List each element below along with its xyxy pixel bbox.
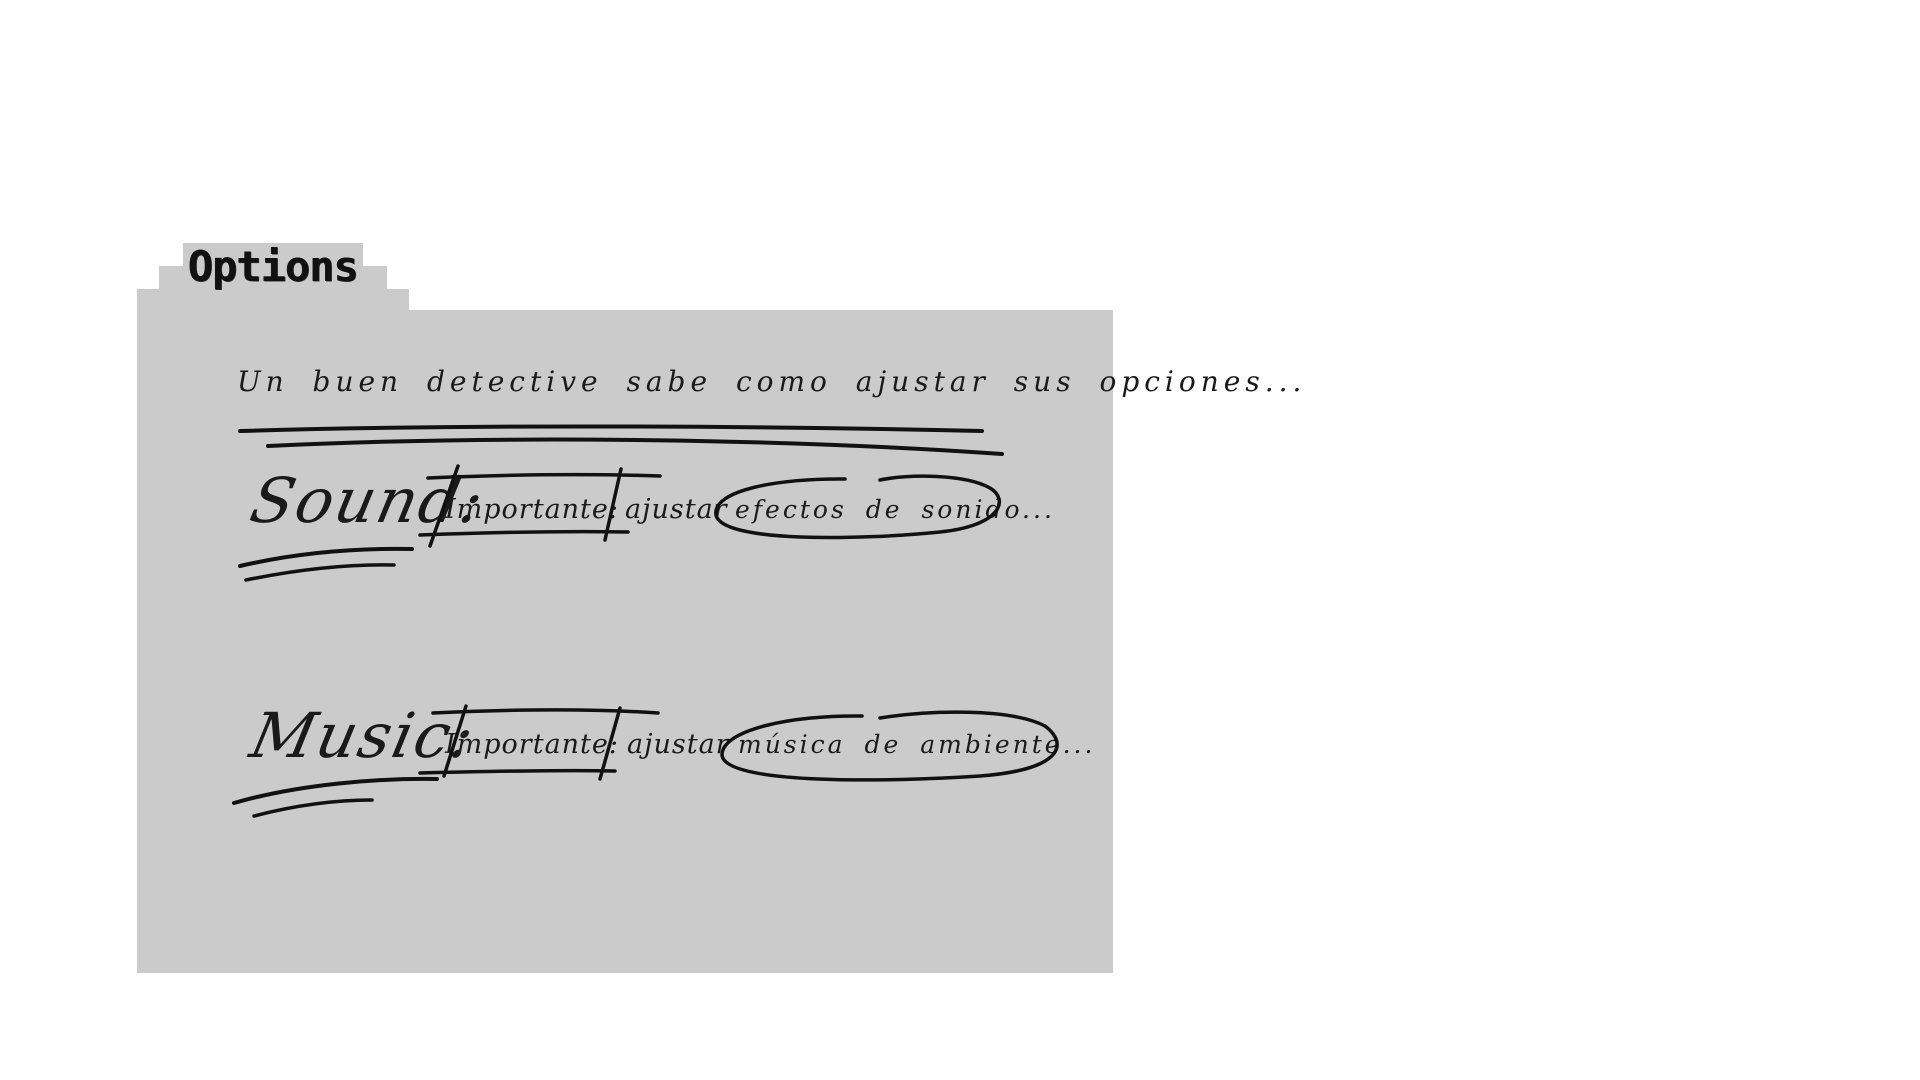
music-adjust-text: ajustar [627, 729, 730, 760]
sound-adjust-text: ajustar [625, 494, 728, 525]
music-important-tag: Importante: [445, 729, 619, 760]
options-tab-middle [159, 266, 387, 292]
intro-text: Un buen detective sabe como ajustar sus … [237, 365, 1307, 398]
options-panel [137, 310, 1113, 973]
ambient-music-setting[interactable]: música de ambiente... [738, 730, 1096, 759]
sound-important-tag: Importante: [445, 494, 619, 525]
options-tab-title[interactable]: Options [187, 242, 359, 291]
options-tab-top [183, 243, 363, 269]
options-tab-base [137, 289, 409, 313]
sound-effects-setting[interactable]: efectos de sonido... [735, 495, 1055, 524]
